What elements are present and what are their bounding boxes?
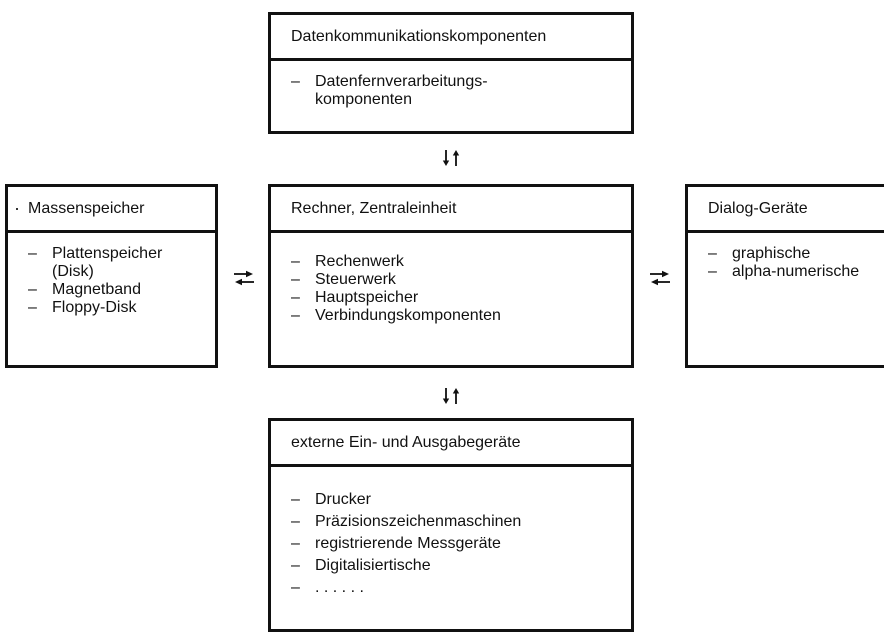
list-item-text: Drucker bbox=[315, 491, 372, 508]
item-list: – Plattenspeicher (Disk) – Magnetband – … bbox=[8, 233, 215, 317]
list-item-text: Magnetband bbox=[52, 281, 141, 298]
list-item: – Verbindungskomponenten bbox=[291, 307, 631, 325]
bullet-dash: – bbox=[291, 307, 300, 324]
bullet-dash: – bbox=[291, 513, 300, 530]
item-list: – graphische – alpha-numerische bbox=[688, 233, 884, 281]
bullet-dash: – bbox=[291, 535, 300, 552]
list-item-text: Verbindungskomponenten bbox=[315, 307, 501, 324]
list-item: – graphische bbox=[708, 245, 884, 263]
box-rechner: Rechner, Zentraleinheit – Rechenwerk – S… bbox=[268, 184, 634, 368]
list-item: – registrierende Messgeräte bbox=[291, 533, 631, 555]
list-item-text: Plattenspeicher (Disk) bbox=[52, 245, 163, 280]
list-item-text: graphische bbox=[732, 245, 811, 262]
list-item-text: . . . . . . bbox=[315, 579, 364, 596]
list-item: – alpha-numerische bbox=[708, 263, 884, 281]
bullet-dash: – bbox=[28, 245, 37, 262]
list-item: – Digitalisiertische bbox=[291, 555, 631, 577]
box-title: Datenkommunikationskomponenten bbox=[271, 15, 631, 61]
box-title: externe Ein- und Ausgabegeräte bbox=[271, 421, 631, 467]
list-item-text: Präzisionszeichenmaschinen bbox=[315, 513, 522, 530]
list-item: – Rechenwerk bbox=[291, 253, 631, 271]
bullet-dash: – bbox=[28, 299, 37, 316]
print-speck bbox=[16, 208, 18, 210]
bullet-dash: – bbox=[28, 281, 37, 298]
box-dialog-geraete: Dialog-Geräte – graphische – alpha-numer… bbox=[685, 184, 884, 368]
arrow-left-right-icon bbox=[648, 268, 672, 288]
arrow-up-down-icon bbox=[441, 386, 461, 406]
bullet-dash: – bbox=[291, 73, 300, 90]
list-item: – Datenfernverarbeitungs- komponenten bbox=[291, 73, 631, 109]
box-massenspeicher: Massenspeicher – Plattenspeicher (Disk) … bbox=[5, 184, 218, 368]
list-item-text: Hauptspeicher bbox=[315, 289, 419, 306]
item-list: – Drucker – Präzisionszeichenmaschinen –… bbox=[271, 467, 631, 599]
bullet-dash: – bbox=[291, 579, 300, 596]
list-item: – Hauptspeicher bbox=[291, 289, 631, 307]
list-item: – Präzisionszeichenmaschinen bbox=[291, 511, 631, 533]
list-item: – Drucker bbox=[291, 489, 631, 511]
bullet-dash: – bbox=[291, 289, 300, 306]
box-datenkommunikation: Datenkommunikationskomponenten – Datenfe… bbox=[268, 12, 634, 134]
list-item-text: alpha-numerische bbox=[732, 263, 860, 280]
bullet-dash: – bbox=[291, 491, 300, 508]
bullet-dash: – bbox=[291, 557, 300, 574]
item-list: – Rechenwerk – Steuerwerk – Hauptspeiche… bbox=[271, 233, 631, 325]
item-list: – Datenfernverarbeitungs- komponenten bbox=[271, 61, 631, 109]
list-item-text: Rechenwerk bbox=[315, 253, 404, 270]
box-externe-geraete: externe Ein- und Ausgabegeräte – Drucker… bbox=[268, 418, 634, 632]
box-title: Massenspeicher bbox=[8, 187, 215, 233]
list-item-text: registrierende Messgeräte bbox=[315, 535, 501, 552]
list-item: – Floppy-Disk bbox=[28, 299, 215, 317]
box-title: Rechner, Zentraleinheit bbox=[271, 187, 631, 233]
arrow-up-down-icon bbox=[441, 148, 461, 168]
list-item-text: Digitalisiertische bbox=[315, 557, 431, 574]
list-item: – . . . . . . bbox=[291, 577, 631, 599]
list-item-text: Floppy-Disk bbox=[52, 299, 137, 316]
box-title: Dialog-Geräte bbox=[688, 187, 884, 233]
bullet-dash: – bbox=[708, 245, 717, 262]
list-item: – Magnetband bbox=[28, 281, 215, 299]
arrow-left-right-icon bbox=[232, 268, 256, 288]
bullet-dash: – bbox=[708, 263, 717, 280]
list-item: – Plattenspeicher (Disk) bbox=[28, 245, 215, 281]
bullet-dash: – bbox=[291, 271, 300, 288]
list-item-text: Steuerwerk bbox=[315, 271, 396, 288]
list-item: – Steuerwerk bbox=[291, 271, 631, 289]
list-item-text: Datenfernverarbeitungs- komponenten bbox=[315, 73, 488, 108]
bullet-dash: – bbox=[291, 253, 300, 270]
